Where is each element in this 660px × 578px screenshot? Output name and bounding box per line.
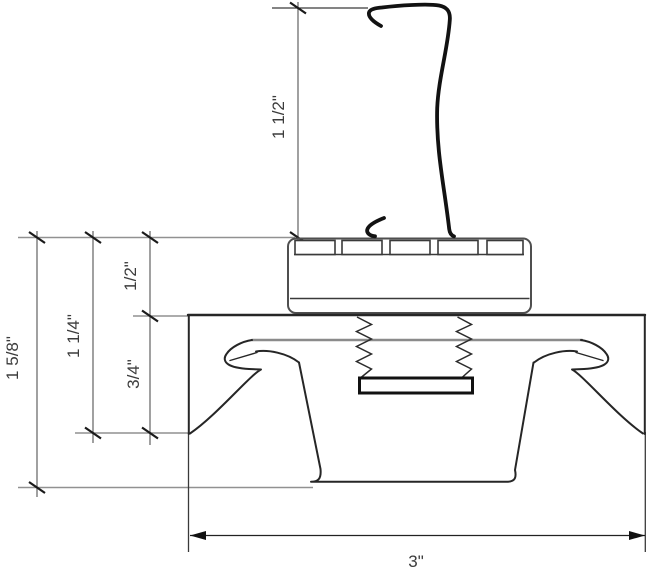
socket-rib (389, 239, 431, 256)
thread-zigzag-left (354, 316, 374, 379)
tick-icon (141, 426, 159, 440)
socket-rib (294, 239, 336, 256)
socket-ribs (294, 239, 524, 256)
mounting-socket (287, 237, 532, 314)
right-claw-slit-line (575, 351, 604, 362)
socket-outline (287, 237, 532, 314)
dim-label-leg-height: 1 1/2" (269, 95, 288, 139)
tick-icon (289, 1, 307, 15)
tick-icon (28, 481, 46, 494)
dim-label-overall-height: 1 5/8" (3, 336, 22, 380)
arrowhead-right-icon (629, 531, 645, 540)
tick-icon (84, 231, 102, 244)
arrowhead-left-icon (190, 531, 206, 540)
dimension-tick-marks (28, 1, 307, 494)
tick-icon (141, 309, 159, 323)
tick-icon (28, 231, 46, 244)
thread-zigzag-right (454, 316, 474, 379)
base-flange (186, 313, 647, 483)
left-claw-profile (189, 339, 262, 435)
socket-rib (486, 239, 524, 256)
left-claw-slit-line (229, 351, 258, 362)
dim-label-flange-depth: 3/4" (124, 359, 143, 389)
right-cup-shoulder (533, 350, 578, 364)
leg-profile (365, 2, 456, 239)
socket-rib (341, 239, 383, 256)
dimension-base-width (187, 432, 646, 552)
leg-bottom-hook-path (365, 216, 386, 239)
left-cup-shoulder (255, 350, 300, 364)
thread-insert-plate (358, 376, 474, 395)
center-cup-profile (298, 361, 535, 483)
dim-label-socket-plus-flange: 1 1/4" (64, 314, 83, 358)
socket-rib (437, 239, 479, 256)
dimension-lines-vertical (36, 2, 299, 497)
thread-section (354, 316, 474, 395)
dim-label-base-width: 3" (408, 552, 424, 571)
tick-icon (84, 426, 102, 440)
leg-outline-path (367, 2, 456, 239)
dim-label-socket-height: 1/2" (121, 261, 140, 291)
tick-icon (141, 231, 159, 244)
right-claw-profile (571, 339, 644, 435)
